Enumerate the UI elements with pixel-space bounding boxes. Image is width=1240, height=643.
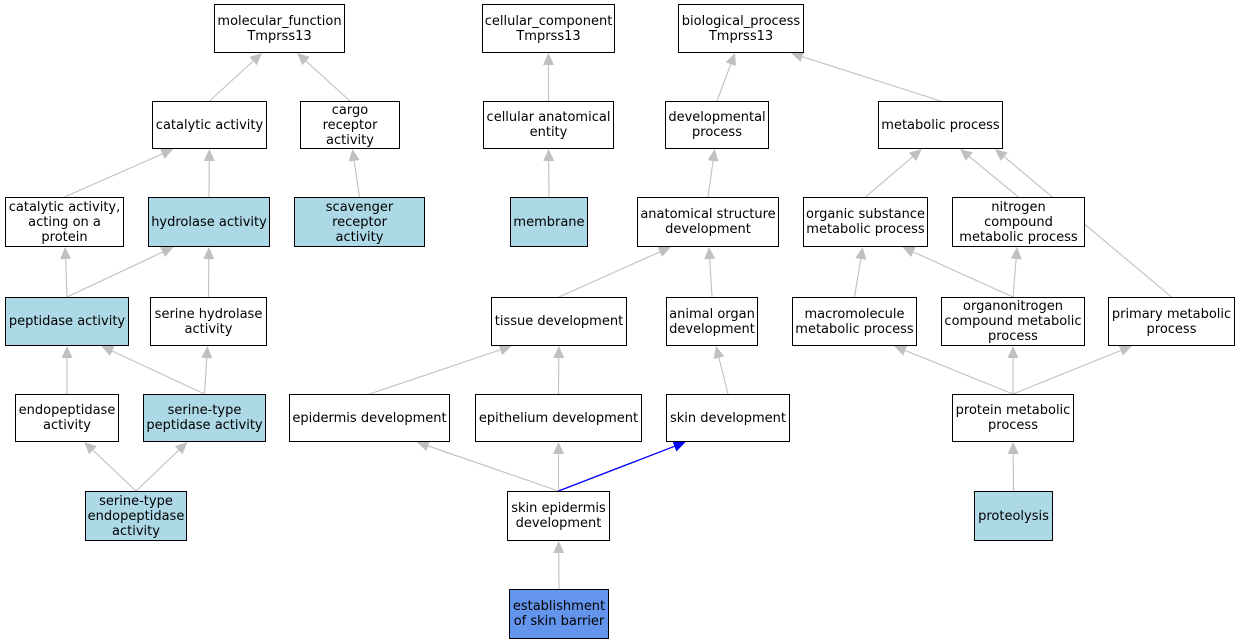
node-pro[interactable]: proteolysis: [974, 491, 1053, 541]
edge-asd-to-dev: [707, 160, 714, 198]
node-mf[interactable]: molecular_function Tmprss13: [214, 4, 345, 53]
node-sed[interactable]: skin epidermis development: [507, 491, 610, 541]
arrowhead-sed-to-epit: [553, 442, 564, 454]
arrowhead-prot-to-onc: [1007, 346, 1019, 358]
edge-pmp-to-met: [1003, 156, 1172, 298]
node-catp[interactable]: catalytic activity, acting on a protein: [5, 197, 124, 247]
edge-onc-to-ncm: [1012, 258, 1017, 298]
edge-catp-to-cat: [64, 153, 163, 198]
node-bp[interactable]: biological_process Tmprss13: [678, 4, 804, 53]
edge-sed-to-skin: [558, 445, 675, 492]
arrowhead-mem-to-cae: [543, 149, 555, 162]
arrowhead-pro-to-prot: [1007, 442, 1019, 455]
node-ncm[interactable]: nitrogen compound metabolic process: [952, 197, 1085, 247]
arrowhead-endo-to-pep: [61, 346, 73, 358]
edge-dev-to-bp: [716, 64, 732, 102]
node-stp[interactable]: serine-type peptidase activity: [143, 394, 266, 442]
arrowhead-scav-to-cargo: [348, 149, 360, 162]
arrowhead-ste-to-stp: [174, 442, 188, 455]
arrowhead-onc-to-ncm: [1010, 247, 1022, 260]
edge-sed-to-epid: [427, 445, 559, 492]
arrowhead-aod-to-asd: [704, 247, 716, 260]
node-mmp[interactable]: macromolecule metabolic process: [792, 297, 917, 346]
node-aod[interactable]: animal organ development: [666, 297, 758, 346]
edge-epid-to-tis: [369, 349, 501, 395]
arrowhead-met-to-bp: [790, 51, 804, 62]
edge-ste-to-endo: [92, 449, 137, 492]
arrowhead-epit-to-tis: [553, 346, 565, 359]
edge-skin-to-aod: [718, 357, 729, 395]
arrowhead-cat-to-mf: [249, 53, 262, 66]
edge-prot-to-mmp: [905, 349, 1014, 395]
edge-mmp-to-osm: [853, 258, 862, 298]
arrowhead-shyd-to-hyd: [203, 247, 215, 260]
arrowhead-prot-to-pmp: [1118, 345, 1132, 356]
arrowhead-catp-to-cat: [160, 148, 174, 159]
edge-scav-to-cargo: [353, 160, 361, 198]
edge-aod-to-asd: [709, 258, 713, 298]
node-cc[interactable]: cellular_component Tmprss13: [482, 4, 615, 53]
node-cae[interactable]: cellular anatomical entity: [483, 101, 614, 149]
edge-pep-to-catp: [65, 258, 68, 298]
arrowhead-mmp-to-osm: [855, 247, 867, 260]
node-cargo[interactable]: cargo receptor activity: [300, 101, 400, 149]
node-pep[interactable]: peptidase activity: [5, 297, 129, 346]
node-prot[interactable]: protein metabolic process: [952, 394, 1074, 442]
node-skin[interactable]: skin development: [666, 394, 790, 442]
edge-cat-to-mf: [209, 60, 254, 102]
arrowhead-sed-to-skin: [672, 441, 686, 452]
arrowhead-esb-to-sed: [553, 541, 565, 554]
node-dev[interactable]: developmental process: [665, 101, 769, 149]
node-hyd[interactable]: hydrolase activity: [148, 197, 270, 247]
arrowhead-osm-to-met: [909, 149, 922, 161]
edge-stp-to-shyd: [203, 357, 208, 395]
edge-ste-to-stp: [135, 449, 180, 492]
arrowhead-stp-to-shyd: [201, 346, 213, 359]
arrowhead-sed-to-epid: [416, 440, 430, 452]
node-esb[interactable]: establishment of skin barrier: [509, 589, 609, 639]
node-pmp[interactable]: primary metabolic process: [1108, 297, 1235, 346]
node-epid[interactable]: epidermis development: [289, 394, 450, 442]
edge-stp-to-pep: [112, 350, 205, 395]
node-scav[interactable]: scavenger receptor activity: [294, 197, 425, 247]
node-onc[interactable]: organonitrogen compound metabolic proces…: [941, 297, 1085, 346]
node-mem[interactable]: membrane: [510, 197, 588, 247]
arrowhead-skin-to-aod: [713, 346, 725, 359]
node-ste[interactable]: serine-type endopeptidase activity: [85, 491, 187, 541]
arrowhead-onc-to-osm: [902, 246, 916, 257]
arrowhead-pep-to-catp: [60, 247, 72, 260]
node-met[interactable]: metabolic process: [878, 101, 1003, 149]
arrowhead-epid-to-tis: [498, 344, 512, 356]
arrowhead-asd-to-dev: [707, 149, 719, 162]
arrowhead-pmp-to-met: [995, 149, 1008, 161]
arrowhead-ste-to-endo: [84, 442, 97, 455]
arrowhead-ncm-to-met: [960, 149, 973, 161]
arrowhead-cae-to-cc: [543, 53, 554, 65]
arrowhead-prot-to-mmp: [894, 345, 908, 356]
node-cat[interactable]: catalytic activity: [152, 101, 267, 149]
arrowhead-cargo-to-mf: [297, 53, 310, 66]
edge-tis-to-asd: [558, 251, 661, 298]
edge-met-to-bp: [802, 56, 941, 102]
node-endo[interactable]: endopeptidase activity: [15, 394, 119, 442]
arrowhead-tis-to-asd: [657, 246, 671, 257]
arrowhead-dev-to-bp: [725, 53, 736, 67]
edge-pep-to-hyd: [66, 251, 163, 298]
edge-cargo-to-mf: [305, 60, 351, 102]
arrowhead-hyd-to-cat: [203, 149, 215, 162]
edge-prot-to-pmp: [1012, 349, 1121, 395]
node-tis[interactable]: tissue development: [491, 297, 627, 346]
node-asd[interactable]: anatomical structure development: [637, 197, 779, 247]
edge-ncm-to-met: [968, 156, 1019, 198]
node-osm[interactable]: organic substance metabolic process: [803, 197, 928, 247]
edge-onc-to-osm: [913, 251, 1014, 298]
node-shyd[interactable]: serine hydrolase activity: [150, 297, 267, 346]
arrowhead-stp-to-pep: [101, 346, 115, 357]
node-epit[interactable]: epithelium development: [475, 394, 642, 442]
arrowhead-pep-to-hyd: [160, 247, 174, 258]
edge-osm-to-met: [865, 156, 913, 198]
